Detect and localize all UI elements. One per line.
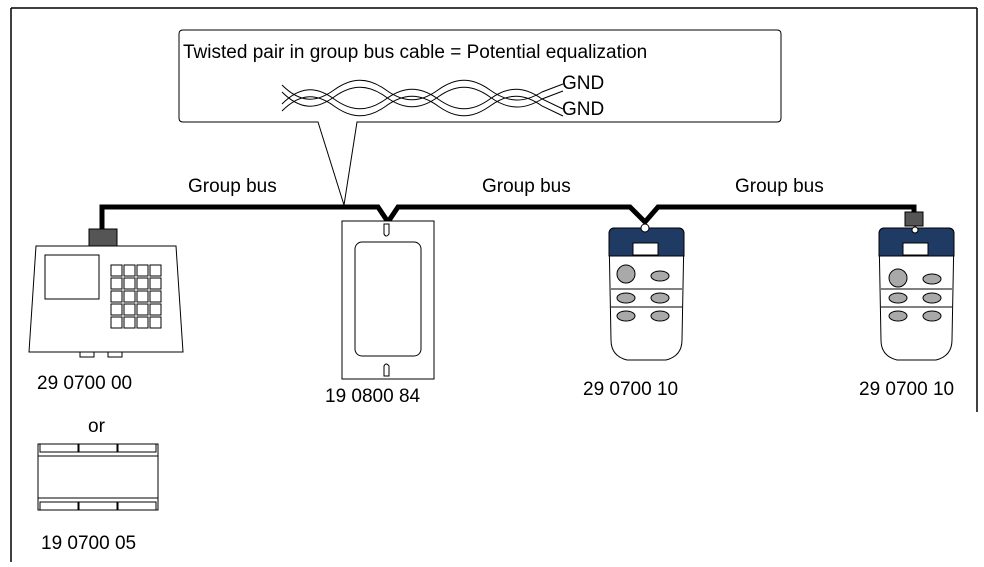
controller-device — [28, 228, 184, 358]
panel-2-knob — [888, 268, 908, 288]
rail-module-label: 19 0700 05 — [41, 533, 136, 554]
bus-label-1: Group bus — [188, 176, 277, 197]
panel-2-label: 29 0700 10 — [859, 379, 954, 400]
panel-2-connector — [904, 211, 924, 227]
rail-module-device — [37, 443, 159, 511]
panel-1-device — [608, 223, 685, 361]
or-label: or — [88, 416, 106, 437]
panel-1-knob — [616, 264, 636, 284]
junction-box-label: 19 0800 84 — [325, 386, 421, 407]
gnd-bottom-label: GND — [562, 99, 604, 120]
bus-label-3: Group bus — [735, 176, 824, 197]
callout-title: Twisted pair in group bus cable = Potent… — [183, 42, 647, 63]
twisted-pair-icon — [281, 79, 564, 117]
panel-2-device — [878, 211, 955, 361]
gnd-top-label: GND — [562, 73, 604, 94]
controller-connector — [88, 228, 118, 247]
group-bus-cable — [99, 204, 917, 232]
callout-bubble — [178, 29, 782, 206]
panel-1-label: 29 0700 10 — [583, 379, 678, 400]
bus-label-2: Group bus — [482, 176, 571, 197]
controller-label: 29 0700 00 — [37, 373, 132, 394]
junction-box-device — [341, 220, 435, 380]
controller-keypad — [110, 264, 162, 329]
controller-display — [44, 254, 100, 300]
